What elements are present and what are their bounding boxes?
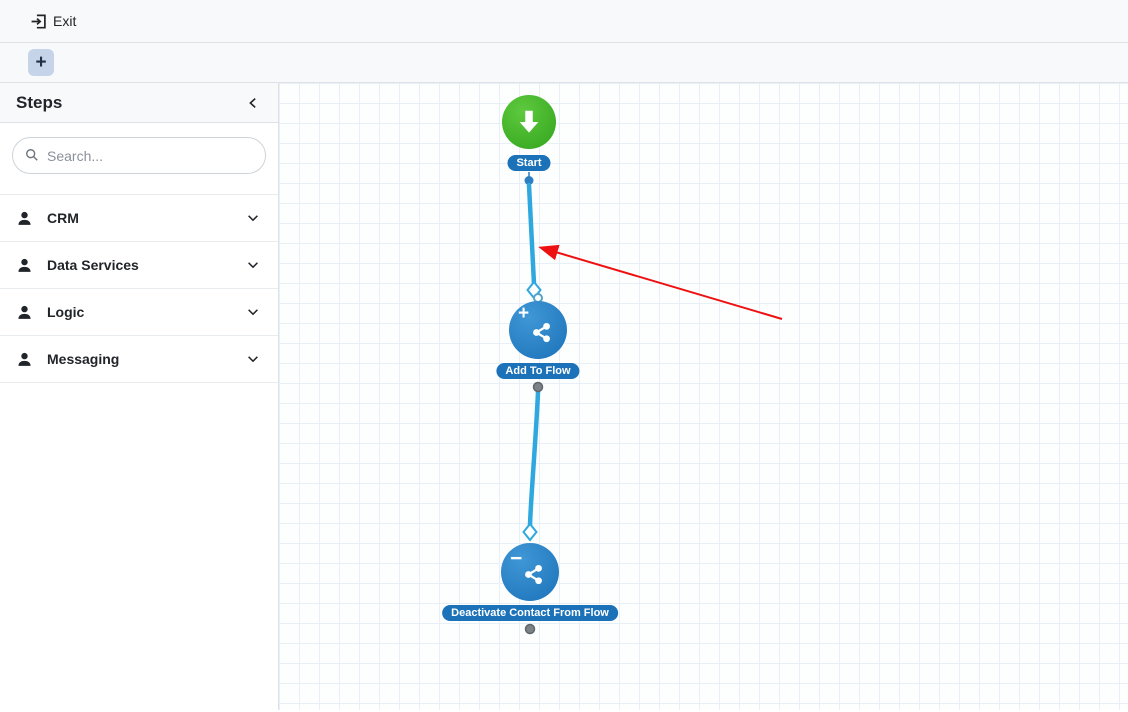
add-step-button[interactable]: + xyxy=(28,49,54,76)
arrow-down-icon xyxy=(514,107,544,137)
node-add-to-flow[interactable]: + xyxy=(509,301,567,359)
exit-label: Exit xyxy=(53,13,77,29)
exit-icon xyxy=(30,13,47,30)
category-label: Logic xyxy=(47,304,85,320)
category-label: CRM xyxy=(47,210,79,226)
collapse-sidebar-button[interactable] xyxy=(244,94,262,112)
node-deactivate-contact-from-flow[interactable]: − xyxy=(501,543,559,601)
flow-canvas[interactable]: Start + Add To Flow − xyxy=(279,83,1128,710)
annotation-arrow xyxy=(538,244,783,320)
edge-start-to-add[interactable] xyxy=(526,182,537,287)
sidebar-item-crm[interactable]: CRM xyxy=(0,195,278,242)
node-label-start: Start xyxy=(507,155,551,171)
chevron-down-icon xyxy=(246,305,260,319)
person-icon xyxy=(16,210,33,227)
start-output-port[interactable] xyxy=(524,176,534,185)
sidebar-item-messaging[interactable]: Messaging xyxy=(0,336,278,383)
sidebar-item-data-services[interactable]: Data Services xyxy=(0,242,278,289)
person-icon xyxy=(16,351,33,368)
chevron-down-icon xyxy=(246,352,260,366)
share-icon xyxy=(520,561,547,588)
plus-badge: + xyxy=(518,303,530,324)
search-icon xyxy=(25,148,39,167)
steps-sidebar: Steps CRM xyxy=(0,83,279,710)
exit-button[interactable]: Exit xyxy=(30,13,76,30)
top-bar: Exit xyxy=(0,0,1128,43)
step-categories: CRM Data Services Logic xyxy=(0,194,278,383)
chevron-down-icon xyxy=(246,211,260,225)
add-output-port[interactable] xyxy=(532,381,544,393)
search-input[interactable] xyxy=(12,137,266,174)
person-icon xyxy=(16,304,33,321)
share-icon xyxy=(528,319,555,346)
edge-add-to-deactivate[interactable] xyxy=(527,389,541,528)
connector-diamond[interactable] xyxy=(522,522,538,542)
category-label: Data Services xyxy=(47,257,139,273)
minus-badge: − xyxy=(510,547,523,570)
chevron-left-icon xyxy=(246,96,260,110)
sidebar-title: Steps xyxy=(16,92,63,112)
chevron-down-icon xyxy=(246,258,260,272)
secondary-toolbar: + xyxy=(0,43,1128,83)
category-label: Messaging xyxy=(47,351,120,367)
search-box xyxy=(12,137,266,174)
node-start[interactable] xyxy=(502,95,556,149)
sidebar-header: Steps xyxy=(0,83,278,123)
deactivate-output-port[interactable] xyxy=(524,623,536,635)
node-label-add-to-flow: Add To Flow xyxy=(496,363,580,379)
node-label-deactivate-contact-from-flow: Deactivate Contact From Flow xyxy=(442,605,618,621)
person-icon xyxy=(16,257,33,274)
sidebar-item-logic[interactable]: Logic xyxy=(0,289,278,336)
